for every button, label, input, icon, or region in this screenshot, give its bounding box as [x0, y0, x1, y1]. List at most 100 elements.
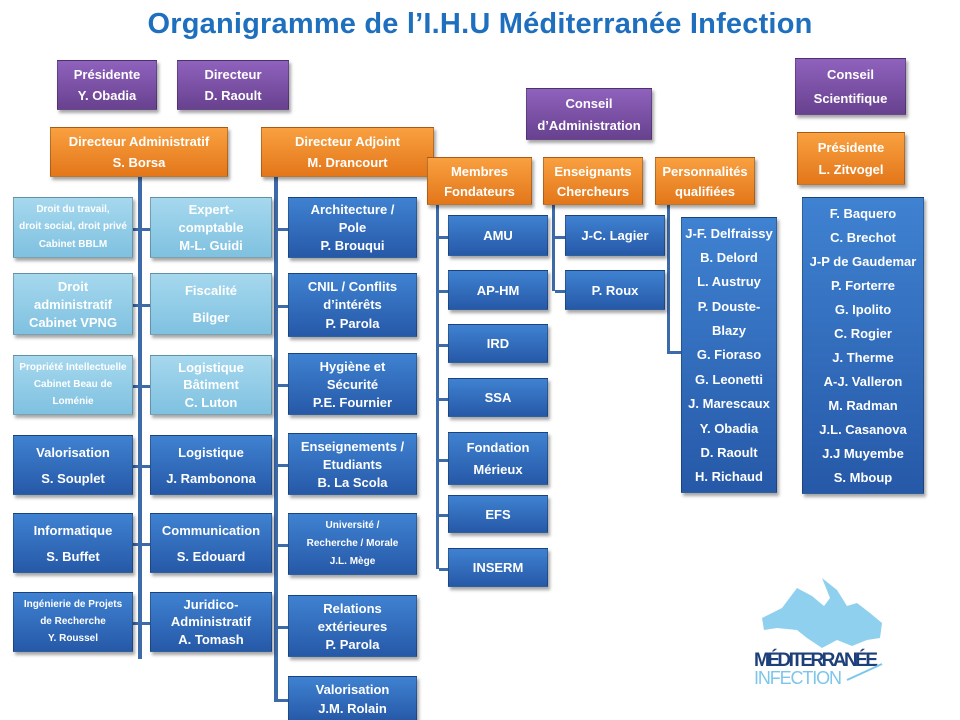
box-text: J-F. Delfraissy: [685, 225, 773, 241]
box-text: L. Austruy: [697, 274, 761, 290]
box-text: Fondation: [466, 439, 530, 455]
box-text: Pole: [338, 219, 367, 235]
admin-service-box: Ingénierie de Projets de Recherche Y. Rous…: [13, 592, 133, 652]
box-text: J. Therme: [832, 350, 894, 365]
svg-text:MÉDITERRANÉE: MÉDITERRANÉE: [754, 649, 878, 671]
box-text: Communication: [161, 522, 261, 538]
box-text: Valorisation: [36, 444, 110, 460]
box-text: M-L. Guidi: [179, 237, 243, 253]
box-text: S. Souplet: [41, 470, 105, 486]
directeur-box: Directeur D. Raoult: [177, 60, 289, 110]
box-text: S. Edouard: [176, 548, 246, 564]
directeur-adjoint-box: Directeur Adjoint M. Drancourt: [261, 127, 434, 177]
box-text: Valorisation: [315, 682, 390, 697]
enseignant-box: J-C. Lagier: [565, 215, 665, 256]
box-text: J-C. Lagier: [581, 228, 649, 243]
box-text: Enseignements /: [300, 438, 405, 454]
connector-line: [555, 290, 565, 293]
box-text: S. Mboup: [833, 470, 893, 486]
connector-line: [278, 464, 288, 467]
box-text: P. Brouqui: [320, 237, 385, 253]
box-text: Hygiène et: [319, 358, 386, 374]
connector-line: [278, 699, 288, 702]
box-text: SSA: [484, 390, 512, 405]
connector-line: [138, 177, 142, 659]
box-text: Logistique: [178, 360, 244, 376]
box-text: Conseil: [827, 66, 874, 82]
box-text: Fondateurs: [444, 183, 515, 199]
box-text: INSERM: [472, 560, 524, 575]
box-text: Recherche / Morale: [306, 538, 399, 549]
box-text: P. Forterre: [830, 277, 896, 293]
enseignant-box: P. Roux: [565, 270, 665, 310]
box-text: Directeur Adjoint: [295, 134, 400, 149]
connector-line: [142, 304, 150, 307]
page-title: Organigramme de l’I.H.U Méditerranée Inf…: [147, 8, 813, 40]
connector-line: [439, 514, 448, 517]
box-text: D. Raoult: [204, 88, 262, 103]
box-text: J.M. Rolain: [318, 701, 387, 716]
membre-box: IRD: [448, 324, 548, 363]
box-text: C. Luton: [184, 394, 238, 410]
membre-box: INSERM: [448, 548, 548, 587]
box-text: M. Drancourt: [307, 155, 388, 170]
box-text: J.L. Mège: [329, 556, 376, 567]
box-text: J. Rambonona: [166, 470, 256, 486]
connector-line: [142, 622, 150, 625]
box-text: P. Douste-: [697, 298, 761, 314]
box-text: J.J Muyembe: [822, 446, 904, 462]
connector-line: [133, 385, 138, 388]
connector-line: [133, 622, 138, 625]
connector-line: [439, 458, 448, 462]
box-text: B. La Scola: [317, 474, 388, 490]
admin-service-box: Valorisation S. Souplet: [13, 435, 133, 495]
box-text: S. Borsa: [112, 155, 166, 170]
box-text: Ingénierie de Projets: [23, 598, 123, 610]
box-text: Y. Roussel: [47, 633, 99, 645]
box-text: J. Marescaux: [688, 396, 770, 412]
box-text: G. Fioraso: [696, 347, 762, 363]
box-text: P. Parola: [325, 316, 380, 332]
box-text: A. Tomash: [178, 631, 244, 647]
box-text: P.E. Fournier: [312, 394, 393, 410]
box-text: Présidente: [817, 139, 885, 155]
box-text: Conseil: [565, 95, 613, 111]
connector-line: [555, 235, 565, 239]
box-text: Logistique: [178, 444, 244, 460]
connector-line: [278, 227, 288, 231]
box-text: Directeur: [204, 67, 262, 82]
mediterranee-infection-logo: MÉDITERRANÉE INFECTION: [754, 578, 883, 688]
box-text: Directeur Administratif: [68, 134, 210, 149]
admin-service-box: Logistique J. Rambonona: [150, 435, 272, 495]
membre-box: AMU: [448, 215, 548, 256]
box-text: Expert-: [188, 202, 234, 218]
box-text: d’intérêts: [323, 297, 382, 313]
box-text: de Recherche: [40, 615, 106, 627]
box-text: D. Raoult: [700, 444, 758, 460]
box-text: AMU: [483, 228, 513, 243]
box-text: Etudiants: [322, 456, 383, 472]
box-text: G. Leonetti: [695, 371, 763, 387]
box-text: Fiscalité: [184, 283, 238, 298]
box-text: J.L. Casanova: [819, 422, 907, 438]
box-text: Bâtiment: [183, 377, 239, 393]
